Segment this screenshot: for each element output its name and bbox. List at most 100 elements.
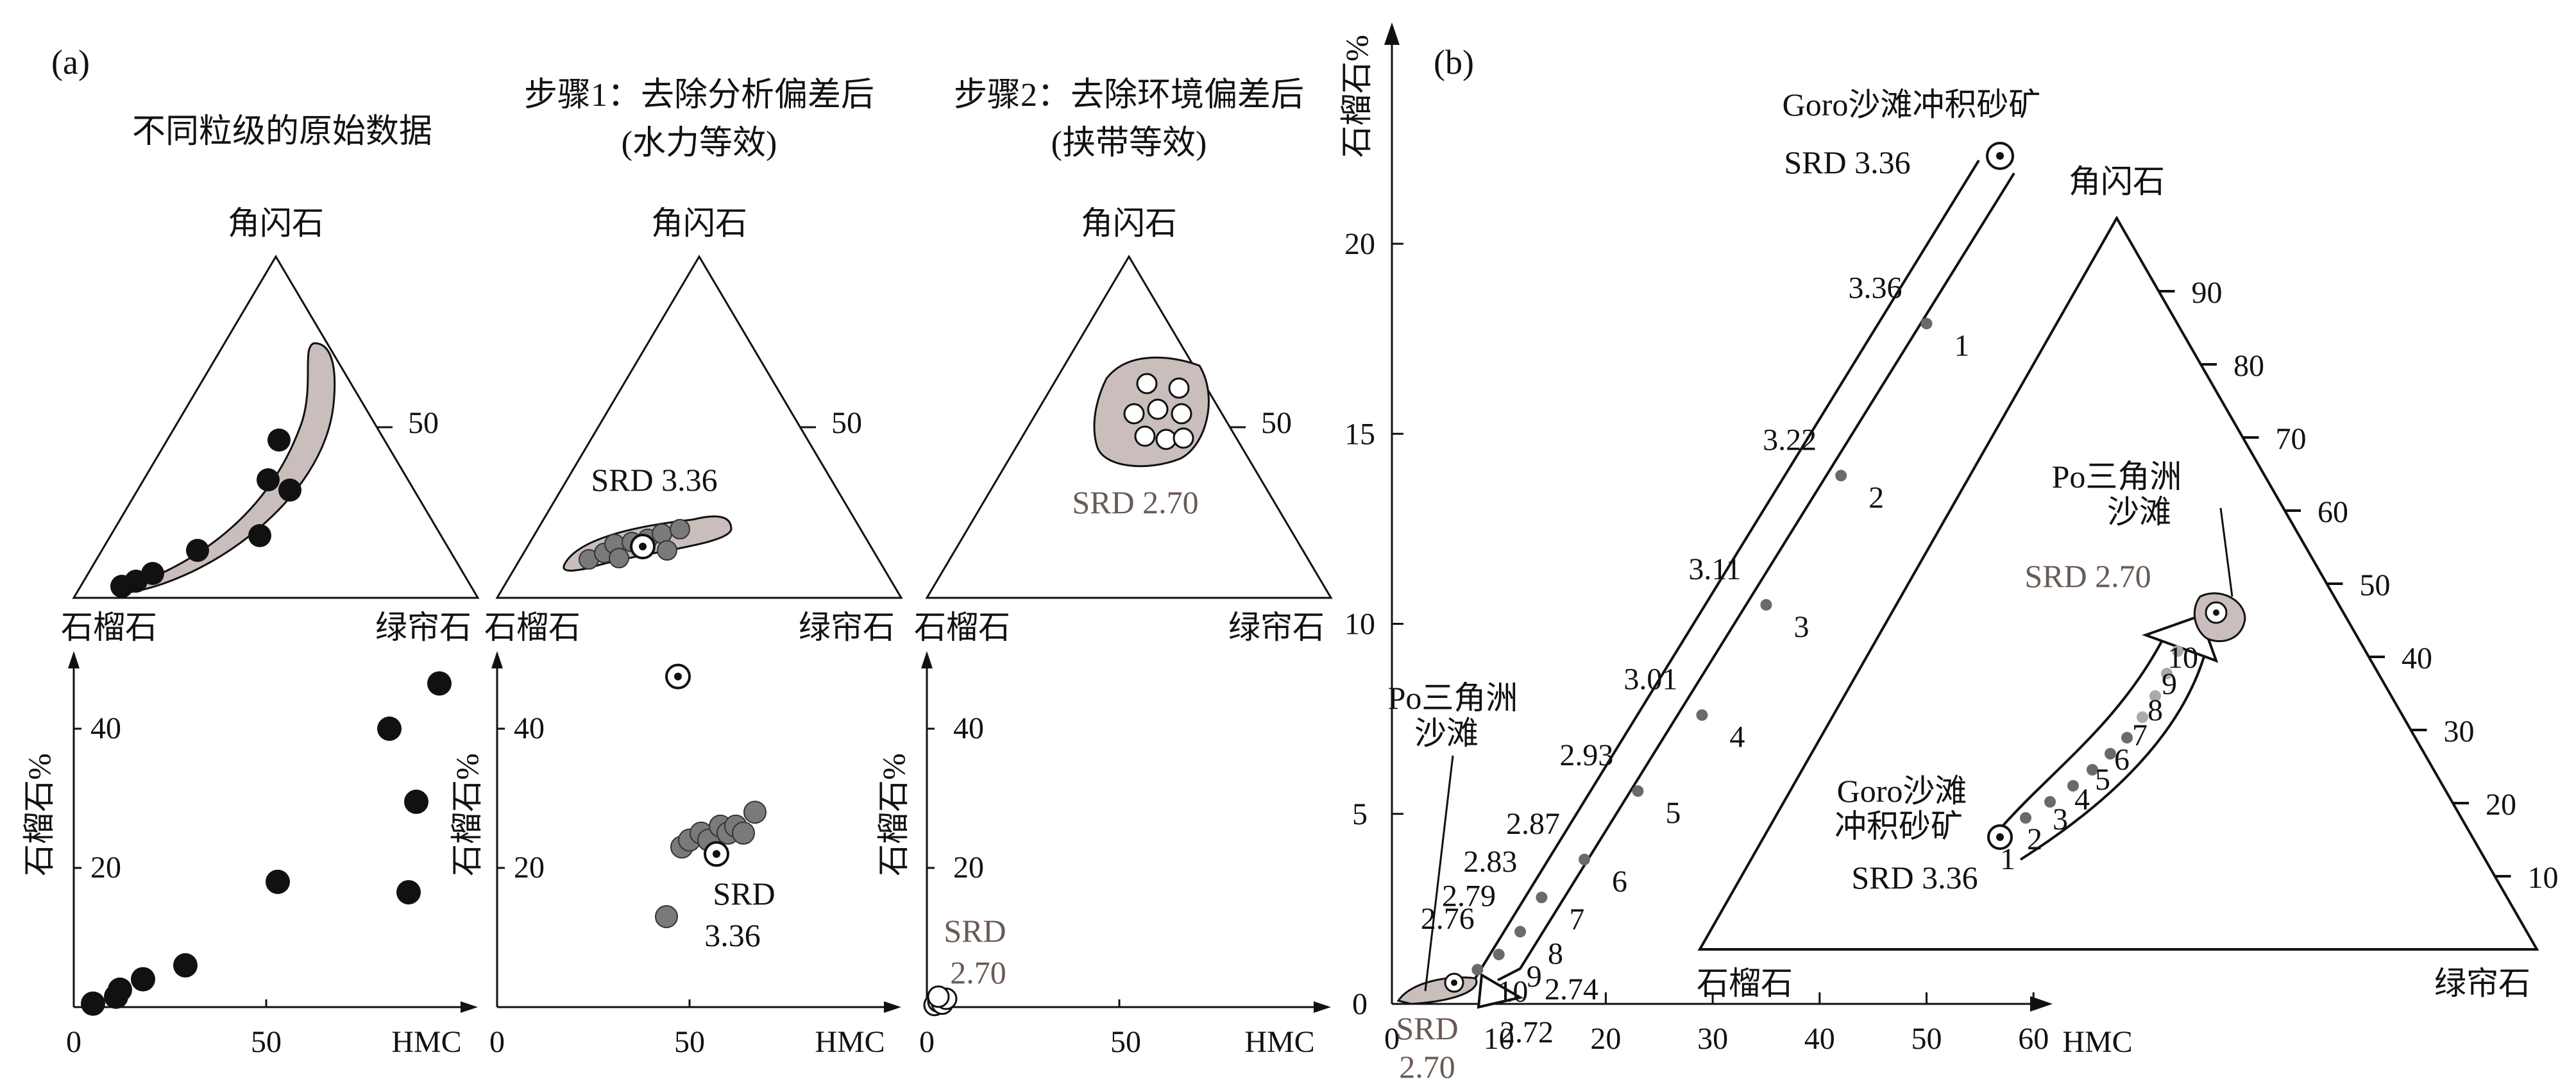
goro-srd: SRD 3.36 <box>1784 144 1910 180</box>
label-right: 绿帘石 <box>2434 965 2530 1001</box>
path-number: 1 <box>2000 842 2015 876</box>
path-number: 10 <box>1497 975 1528 1009</box>
path-point <box>2161 668 2173 679</box>
x-tick: 40 <box>1804 1022 1835 1056</box>
path-number: 2 <box>2027 822 2042 856</box>
srd-value: 2.93 <box>1559 738 1613 772</box>
x-tick-0: 0 <box>66 1025 81 1059</box>
y-label: 石榴石% <box>21 753 57 876</box>
x-tick: 60 <box>2018 1022 2049 1056</box>
srd-point-2-dot <box>713 850 720 858</box>
x-label: HMC <box>1244 1025 1314 1059</box>
x-tick-0: 0 <box>919 1025 935 1059</box>
ternary-raw: 50 角闪石 石榴石 绿帘石 <box>61 205 480 645</box>
label-left: 石榴石 <box>914 609 1010 645</box>
path-point <box>1579 853 1591 865</box>
y-tick-40: 40 <box>514 711 545 745</box>
y-tick: 20 <box>1344 227 1375 261</box>
goro-title: Goro沙滩冲积砂矿 <box>1783 87 2041 123</box>
path-point <box>1632 785 1644 797</box>
srd-value: 2.83 <box>1463 845 1517 879</box>
col2-title-line1: 步骤1：去除分析偏差后 <box>524 77 874 114</box>
path-number: 2 <box>1868 480 1884 514</box>
path-number: 7 <box>2132 718 2148 752</box>
path-number: 7 <box>1569 903 1584 937</box>
po-b-2: 沙滩 <box>2107 494 2171 530</box>
srd-274: 2.74 <box>1545 972 1598 1006</box>
data-point <box>377 717 402 741</box>
path-point <box>1760 598 1772 611</box>
data-point <box>131 967 155 992</box>
panel-b-label: (b) <box>1434 43 1474 81</box>
scatter-step2-points <box>923 985 958 1017</box>
y-tick-20: 20 <box>953 851 984 885</box>
path-point <box>2105 748 2116 759</box>
srd-word: SRD <box>944 913 1006 949</box>
goro-b-2: 冲积砂矿 <box>1835 808 1963 844</box>
srd-value: 2.76 <box>1421 902 1475 936</box>
ternary-tick: 60 <box>2318 495 2348 529</box>
srd-value: 3.01 <box>1623 663 1677 697</box>
col3-title-line1: 步骤2：去除环境偏差后 <box>954 77 1304 114</box>
data-point <box>108 977 132 1002</box>
y-label: 石榴石% <box>449 753 485 876</box>
y-label: 石榴石% <box>876 753 911 876</box>
path-point <box>2121 732 2133 743</box>
goro-b-srd: SRD 3.36 <box>1851 860 1978 895</box>
po-b-1: Po三角洲 <box>2052 459 2182 495</box>
label-left: 石榴石 <box>1697 965 1793 1001</box>
ternary-tick: 70 <box>2276 422 2307 456</box>
path-point <box>1536 892 1548 904</box>
path-point <box>1920 318 1933 330</box>
col2-title-line2: (水力等效) <box>622 125 777 162</box>
scatter-step1-points <box>655 663 767 928</box>
tick-50: 50 <box>408 406 439 440</box>
x-tick: 50 <box>1911 1022 1942 1056</box>
x-tick-50: 50 <box>674 1025 705 1059</box>
label-top: 角闪石 <box>1081 205 1177 241</box>
path-point <box>1493 948 1505 960</box>
path-number: 5 <box>2095 763 2110 797</box>
srd-word: SRD <box>713 876 775 912</box>
x-tick: 10 <box>1484 1022 1514 1056</box>
path-point <box>1696 709 1708 721</box>
ternary-tick: 30 <box>2444 715 2475 749</box>
x-tick-50: 50 <box>251 1025 282 1059</box>
y-tick: 15 <box>1344 417 1375 451</box>
path-number: 9 <box>1527 960 1542 994</box>
path-point <box>2172 645 2183 657</box>
data-point <box>427 671 452 696</box>
path-number: 6 <box>1612 865 1627 899</box>
srd-value: 2.79 <box>1442 879 1496 913</box>
ternary-tick: 20 <box>2486 788 2516 822</box>
data-point <box>173 953 198 978</box>
path-point <box>1835 470 1847 482</box>
ternary-tick: 10 <box>2528 861 2559 895</box>
x-tick-50: 50 <box>1110 1025 1141 1059</box>
path-number: 8 <box>1548 937 1563 971</box>
y-tick-20: 20 <box>514 851 545 885</box>
path-number: 9 <box>2162 667 2177 701</box>
path-number: 1 <box>1954 328 1970 362</box>
srd-value: 3.22 <box>1763 423 1817 457</box>
srd-b-270: SRD 2.70 <box>2024 558 2151 594</box>
po-srd-word: SRD <box>1396 1010 1458 1046</box>
path-point <box>1471 963 1484 976</box>
tick-50: 50 <box>1261 406 1292 440</box>
path-point <box>2137 711 2148 723</box>
srd-label: SRD 2.70 <box>1072 484 1198 520</box>
path-number: 4 <box>1729 720 1745 754</box>
path-point <box>2044 796 2056 808</box>
data-point <box>266 869 290 894</box>
label-left: 石榴石 <box>61 609 157 645</box>
label-right: 绿帘石 <box>799 609 895 645</box>
ternary-tick: 90 <box>2192 276 2223 310</box>
panel-a-label: (a) <box>51 43 90 81</box>
path-number: 5 <box>1665 796 1681 830</box>
path-point <box>2020 812 2031 824</box>
po-title-2: 沙滩 <box>1414 715 1479 751</box>
label-top: 角闪石 <box>2069 164 2165 199</box>
